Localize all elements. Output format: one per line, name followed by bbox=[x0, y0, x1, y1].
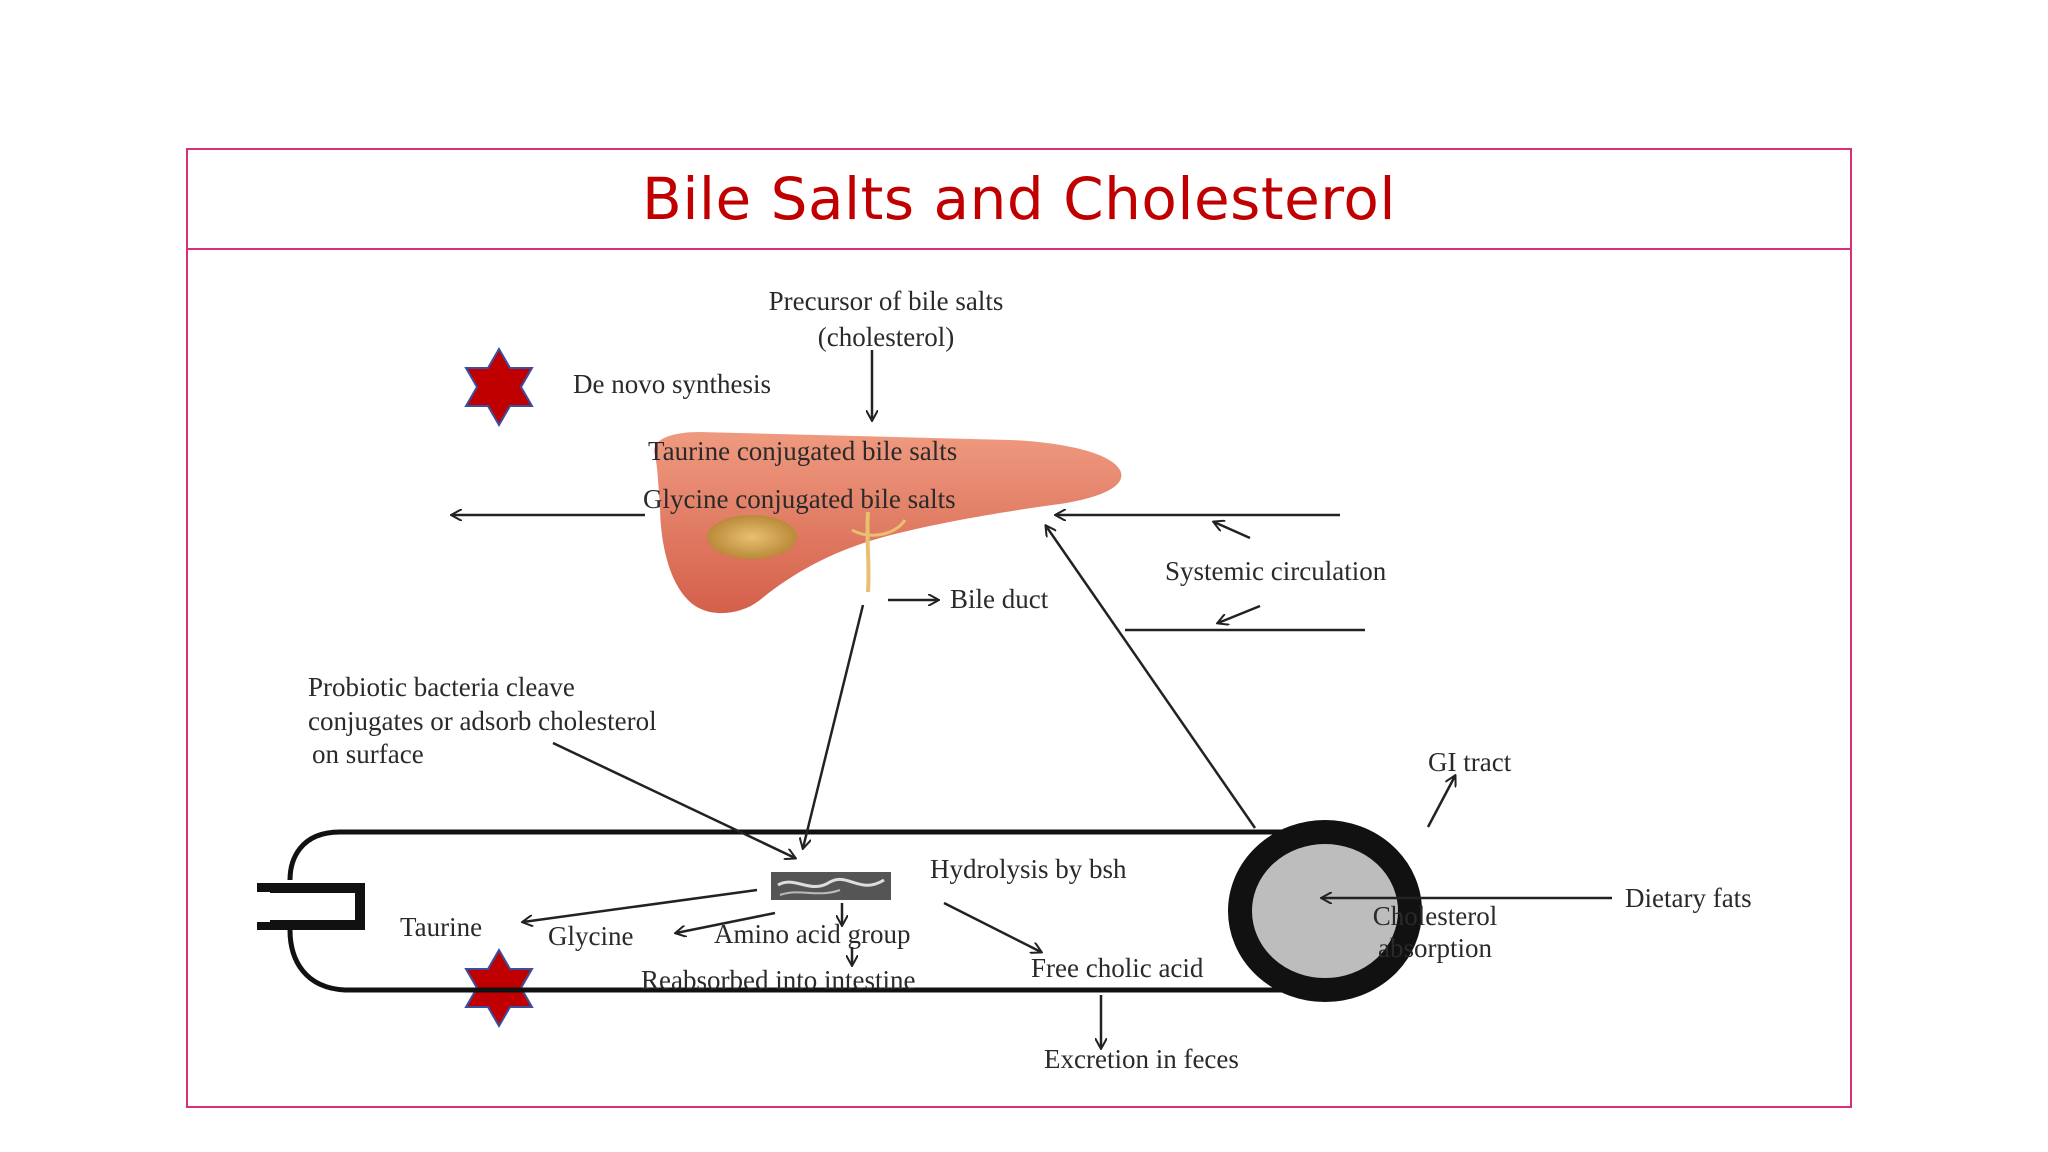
probiotic-label-line1: Probiotic bacteria cleave bbox=[308, 672, 575, 702]
title-bar: Bile Salts and Cholesterol bbox=[188, 150, 1850, 250]
excretion-label: Excretion in feces bbox=[1044, 1044, 1239, 1074]
precursor-label-line1: Precursor of bile salts bbox=[769, 286, 1004, 316]
hydrolysis-label: Hydrolysis by bsh bbox=[930, 854, 1127, 884]
gi-tract-label: GI tract bbox=[1428, 747, 1512, 777]
cholesterol-absorption-label-line1: Cholesterol bbox=[1373, 901, 1497, 931]
amino-acid-group-label: Amino acid group bbox=[714, 919, 910, 949]
de-novo-label: De novo synthesis bbox=[573, 369, 771, 399]
precursor-label-line2: (cholesterol) bbox=[818, 322, 954, 352]
bacteria-icon bbox=[771, 872, 891, 900]
reabsorbed-label: Reabsorbed into intestine bbox=[641, 965, 915, 995]
systemic-circulation-label: Systemic circulation bbox=[1165, 556, 1387, 586]
six-point-star-icon bbox=[464, 347, 534, 427]
glycine-label: Glycine bbox=[548, 921, 633, 951]
dietary-fats-label: Dietary fats bbox=[1625, 883, 1752, 913]
taurine-conjugated-label: Taurine conjugated bile salts bbox=[648, 436, 957, 466]
slide-title: Bile Salts and Cholesterol bbox=[642, 165, 1396, 233]
taurine-label: Taurine bbox=[400, 912, 482, 942]
gi-tract-end-cap bbox=[1228, 820, 1422, 1002]
gi-tract-tube bbox=[250, 820, 1422, 1002]
probiotic-label-line3: on surface bbox=[312, 739, 424, 769]
glycine-conjugated-label: Glycine conjugated bile salts bbox=[643, 484, 956, 514]
probiotic-label-line2: conjugates or adsorb cholesterol bbox=[308, 706, 657, 736]
cholesterol-absorption-label-line2: absorption bbox=[1378, 933, 1492, 963]
slide-frame: Bile Salts and Cholesterol bbox=[186, 148, 1852, 1108]
liver-icon bbox=[654, 432, 1122, 614]
bile-duct-label: Bile duct bbox=[950, 584, 1049, 614]
free-cholic-acid-label: Free cholic acid bbox=[1031, 953, 1204, 983]
